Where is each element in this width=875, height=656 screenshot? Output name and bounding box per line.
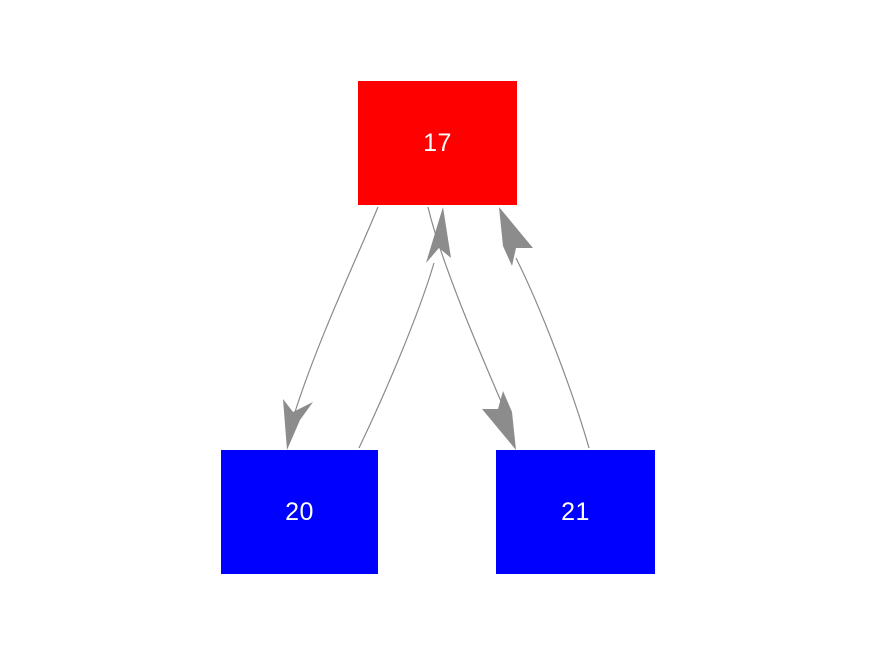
edge-21-to-17[interactable] (499, 207, 590, 449)
edge-17-to-20-line (294, 206, 379, 413)
edge-21-to-17-line (515, 257, 590, 449)
edge-17-to-20[interactable] (283, 206, 379, 450)
edge-17-to-21[interactable] (427, 206, 516, 450)
edge-17-to-21-arrowhead (482, 391, 516, 450)
graph-node-17[interactable]: 17 (358, 81, 517, 205)
node-17-label: 17 (423, 128, 452, 157)
edge-20-to-17[interactable] (358, 207, 451, 449)
node-21-label: 21 (561, 497, 590, 526)
edge-17-to-20-arrowhead (283, 399, 313, 450)
edge-20-to-17-arrowhead (426, 207, 451, 263)
edge-17-to-21-line (427, 206, 504, 407)
edge-20-to-17-line (358, 262, 435, 449)
edge-21-to-17-arrowhead (499, 207, 533, 266)
graph-node-20[interactable]: 20 (221, 450, 378, 574)
node-20-label: 20 (285, 497, 314, 526)
graph-node-21[interactable]: 21 (496, 450, 655, 574)
